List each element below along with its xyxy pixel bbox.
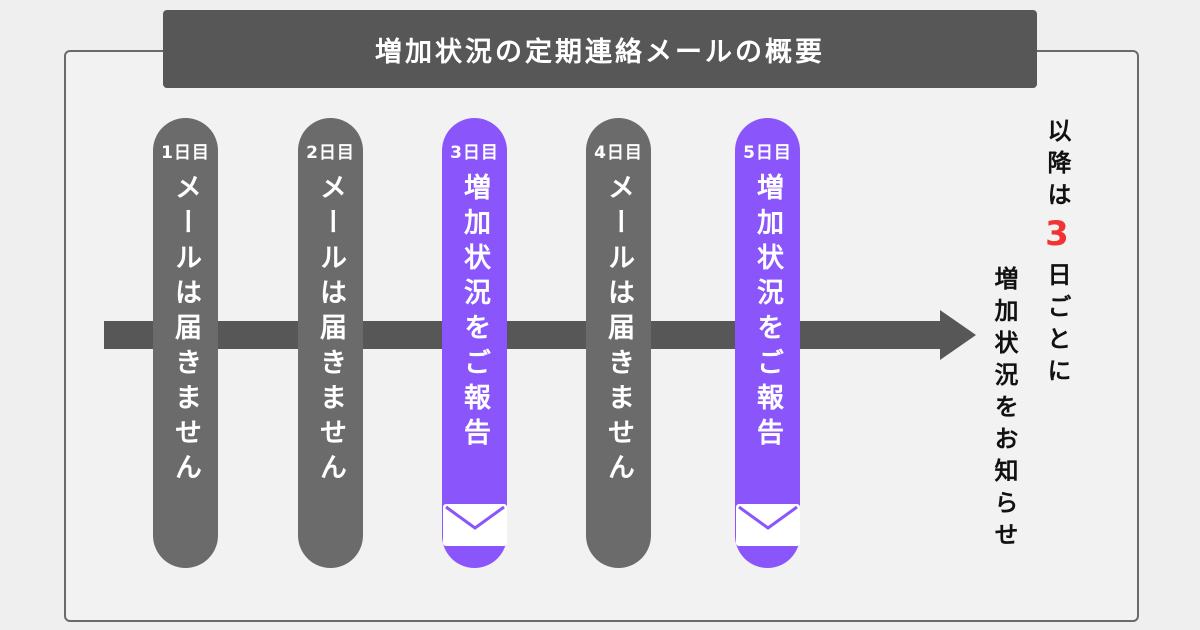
day-text: メールは届きません bbox=[315, 173, 346, 488]
day-label: 1日目 bbox=[161, 143, 210, 163]
day-1-pill: 1日目 メールは届きません bbox=[153, 118, 218, 568]
side-note-line-1: 以降は3日ごとに bbox=[1037, 118, 1077, 390]
day-label: 4日目 bbox=[594, 143, 643, 163]
page-title: 増加状況の定期連絡メールの概要 bbox=[163, 10, 1037, 88]
title-text: 増加状況の定期連絡メールの概要 bbox=[375, 36, 825, 68]
day-label: 2日目 bbox=[306, 143, 355, 163]
day-3-pill: 3日目 増加状況をご報告 bbox=[442, 118, 507, 568]
side-note-prefix: 以降は bbox=[1043, 118, 1071, 214]
day-4-pill: 4日目 メールは届きません bbox=[586, 118, 651, 568]
timeline-arrow-head-icon bbox=[940, 310, 976, 360]
side-note-suffix: 日ごとに bbox=[1043, 262, 1071, 390]
side-note-number: 3 bbox=[1037, 214, 1077, 262]
timeline-arrow-shaft bbox=[104, 321, 944, 349]
day-text: メールは届きません bbox=[170, 173, 201, 488]
day-text: 増加状況をご報告 bbox=[459, 173, 490, 453]
mail-icon bbox=[442, 504, 507, 546]
side-note-line-2: 増加状況をお知らせ bbox=[990, 266, 1018, 554]
day-5-pill: 5日目 増加状況をご報告 bbox=[735, 118, 800, 568]
day-text: メールは届きません bbox=[603, 173, 634, 488]
day-2-pill: 2日目 メールは届きません bbox=[298, 118, 363, 568]
day-label: 3日目 bbox=[450, 143, 499, 163]
mail-icon bbox=[735, 504, 800, 546]
day-text: 増加状況をご報告 bbox=[752, 173, 783, 453]
day-label: 5日目 bbox=[743, 143, 792, 163]
